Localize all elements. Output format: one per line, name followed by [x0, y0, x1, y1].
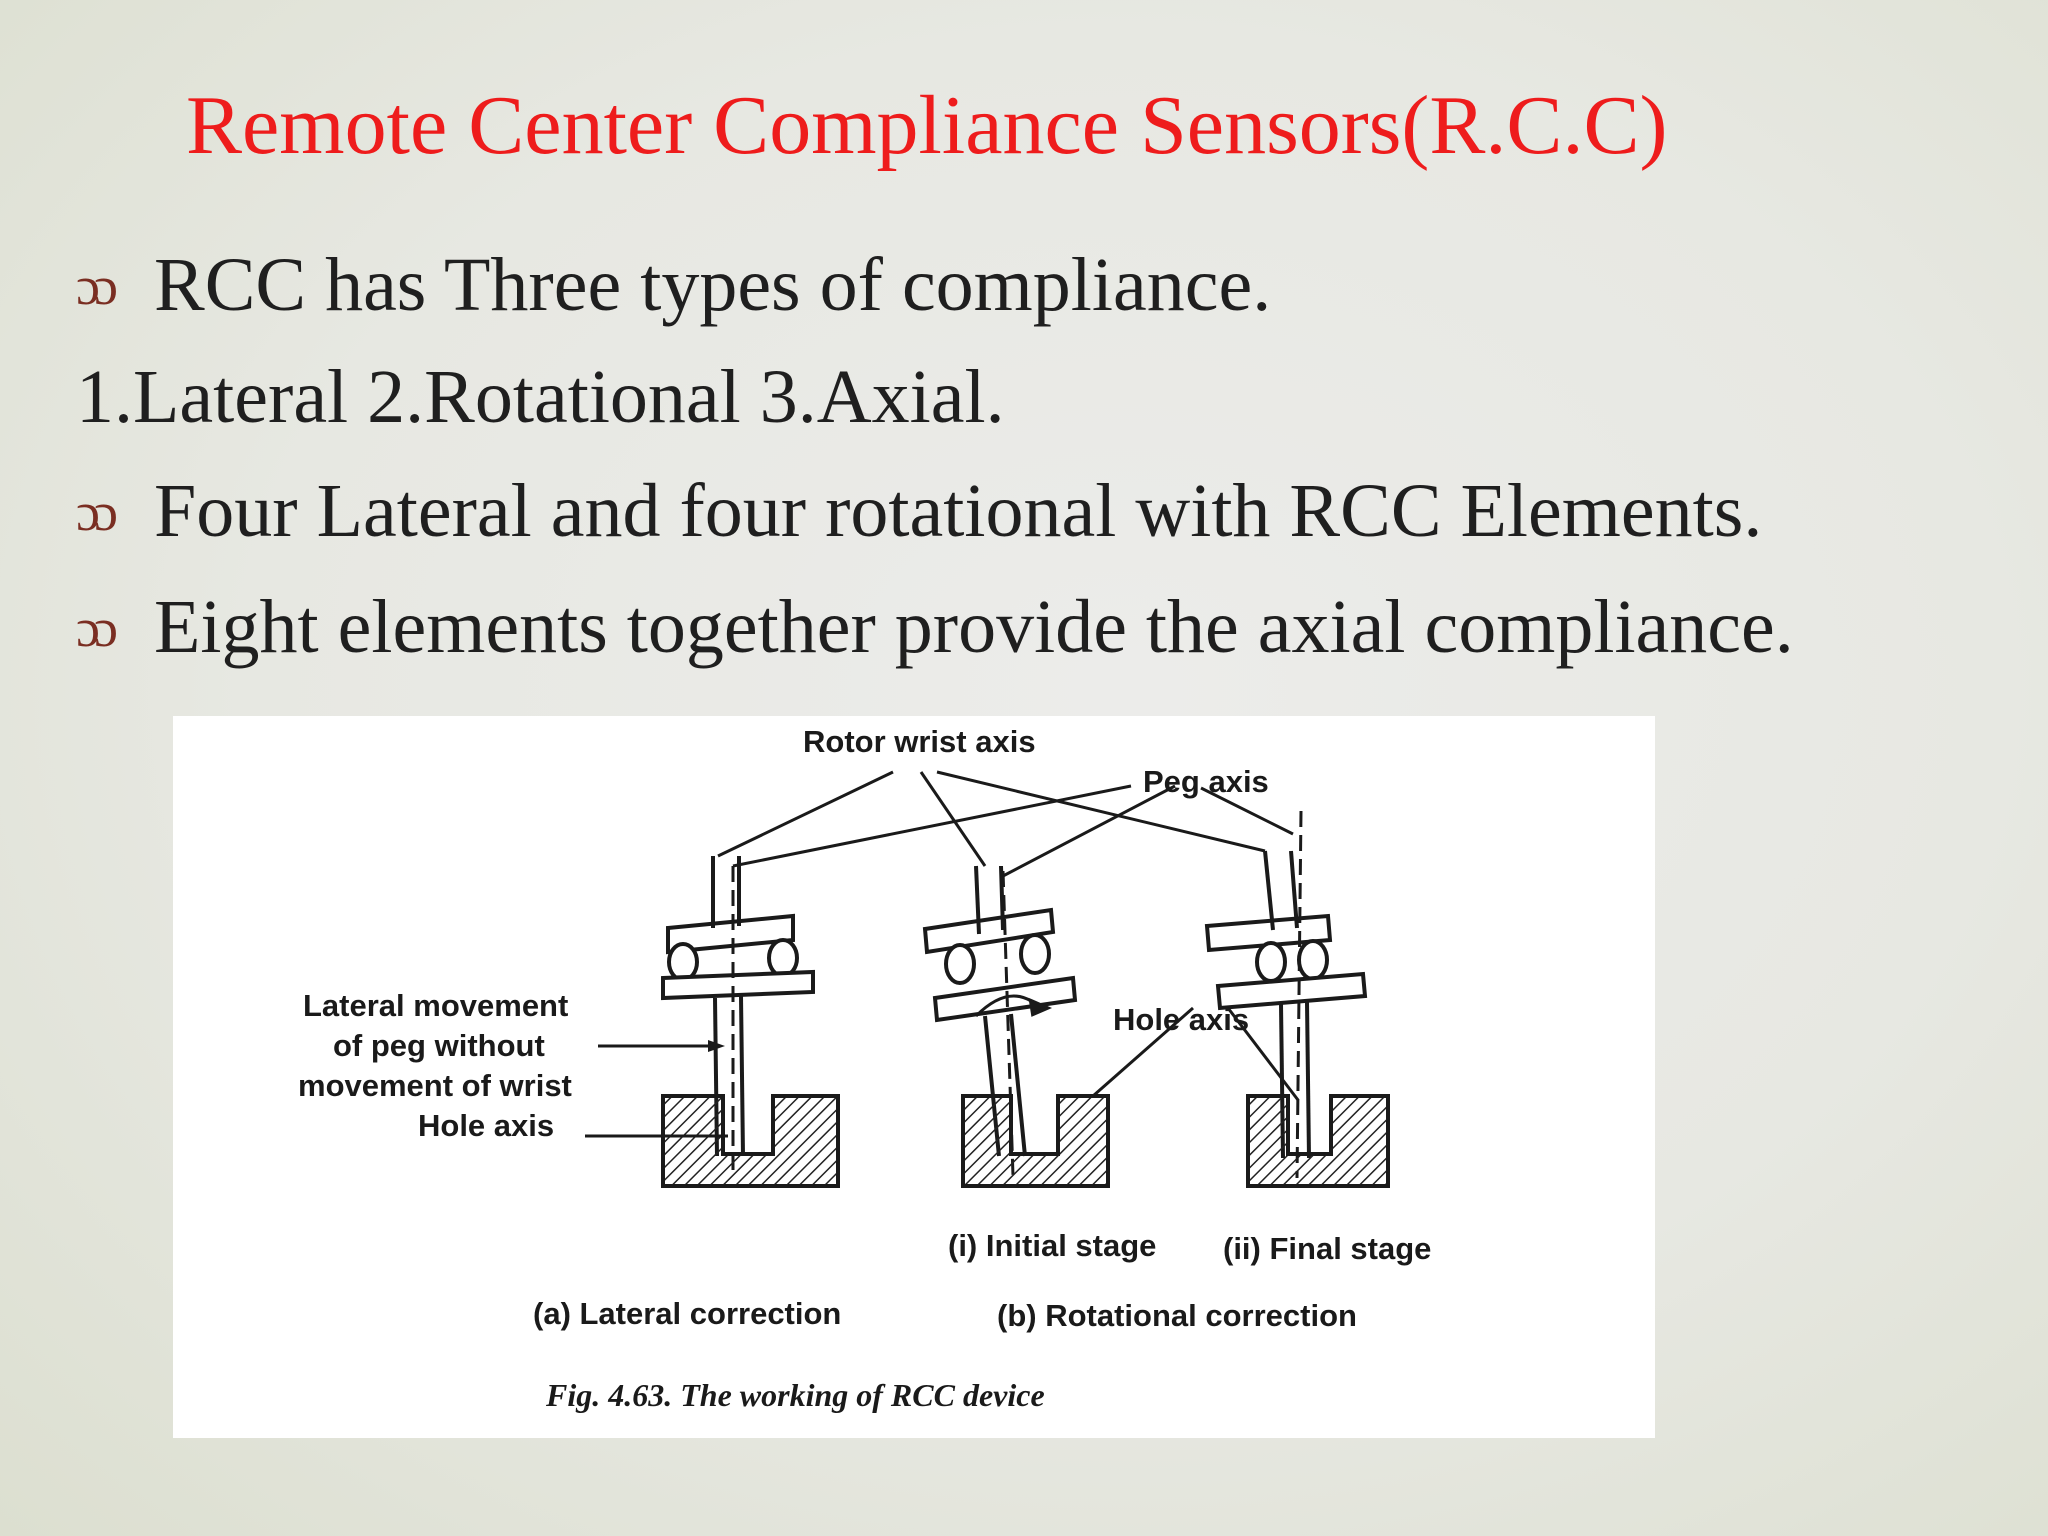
hole-axis-label-b: Hole axis	[1113, 1002, 1249, 1037]
final-stage-label: (ii) Final stage	[1223, 1231, 1431, 1266]
leader-lines	[585, 770, 1300, 1138]
final-stage-assembly	[1204, 810, 1390, 1188]
lateral-movement-label-3: movement of wrist	[298, 1068, 572, 1103]
lateral-movement-label-2: of peg without	[333, 1028, 545, 1063]
bullet-text-4: Eight elements together provide the axia…	[154, 585, 1794, 669]
arrowhead-icon	[708, 1040, 725, 1052]
bullet-icon: ɔɔ	[76, 598, 118, 658]
bullet-icon: ɔɔ	[76, 256, 118, 316]
lateral-correction-label: (a) Lateral correction	[533, 1296, 841, 1331]
peg-axis-label: Peg axis	[1143, 764, 1269, 799]
initial-stage-label: (i) Initial stage	[948, 1228, 1156, 1263]
lateral-movement-label-1: Lateral movement	[303, 988, 568, 1023]
figure-caption: Fig. 4.63. The working of RCC device	[545, 1377, 1045, 1413]
bullet-icon: ɔɔ	[76, 482, 118, 542]
plain-line-2: 1.Lateral 2.Rotational 3.Axial.	[76, 352, 2036, 442]
bullet-text-1: RCC has Three types of compliance.	[154, 243, 1272, 327]
bullet-line-3: ɔɔ Four Lateral and four rotational with …	[76, 466, 2036, 557]
rcc-diagram: Rotor wrist axis Peg axis Hole axis Late…	[298, 724, 1431, 1413]
lateral-assembly	[661, 856, 840, 1188]
bullet-line-4: ɔɔ Eight elements together provide the ax…	[76, 582, 2036, 673]
hole-axis-label-a: Hole axis	[418, 1108, 554, 1143]
slide-title: Remote Center Compliance Sensors(R.C.C)	[186, 79, 1668, 172]
line-text-2: 1.Lateral 2.Rotational 3.Axial.	[76, 355, 1005, 439]
rotational-correction-label: (b) Rotational correction	[997, 1298, 1357, 1333]
initial-stage-assembly	[922, 865, 1110, 1188]
bullet-text-3: Four Lateral and four rotational with RC…	[154, 469, 1763, 553]
bullet-line-1: ɔɔ RCC has Three types of compliance.	[76, 240, 2036, 331]
rotor-wrist-axis-label: Rotor wrist axis	[803, 724, 1036, 759]
rcc-figure: Rotor wrist axis Peg axis Hole axis Late…	[173, 716, 1655, 1438]
